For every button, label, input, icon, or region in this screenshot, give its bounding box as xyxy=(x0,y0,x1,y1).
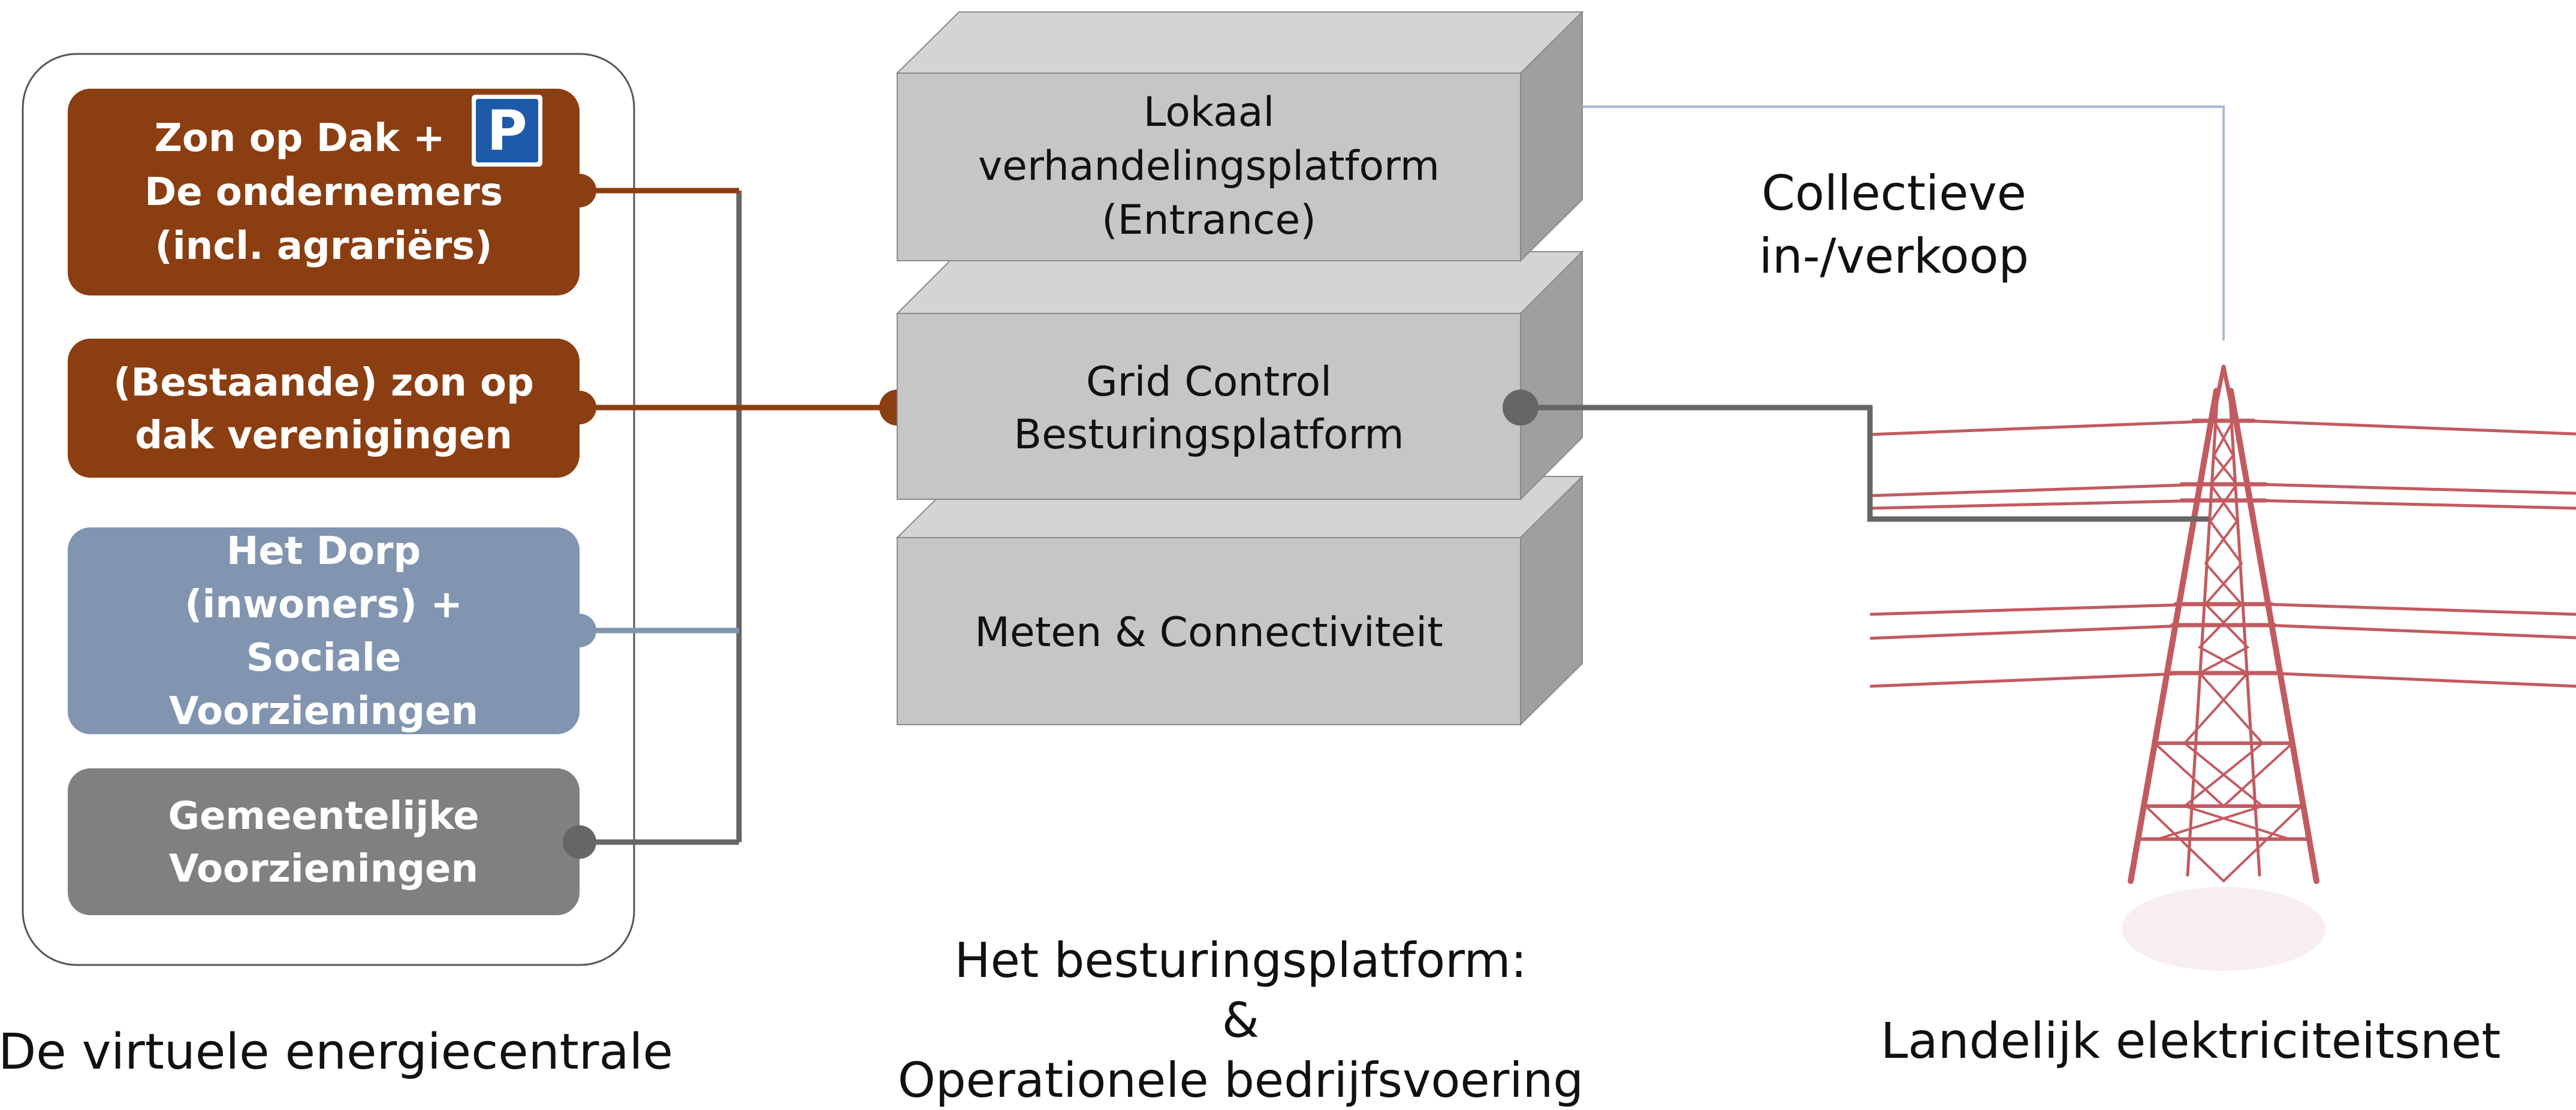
layer-lokaal-verhandelingsplatform: Lokaal verhandelingsplatform (Entrance) xyxy=(895,10,1584,263)
box-gemeentelijke-voorzieningen: Gemeentelijke Voorzieningen xyxy=(68,768,580,915)
svg-text:P: P xyxy=(487,99,527,163)
box-gemeentelijke-line-1: Gemeentelijke xyxy=(168,794,479,838)
box-zon-op-dak-line-2: De ondernemers xyxy=(144,170,503,215)
box-het-dorp-line-3: Sociale xyxy=(246,636,401,680)
layer-meten-line-1: Meten & Connectiviteit xyxy=(975,609,1443,656)
layer-lokaal-line-2: verhandelingsplatform xyxy=(978,143,1440,190)
layer-grid-control-line-2: Besturingsplatform xyxy=(1013,411,1404,459)
box-zon-op-dak-verenigingen: (Bestaande) zon op dak verenigingen xyxy=(68,339,580,478)
parking-icon: P xyxy=(472,95,542,167)
box-het-dorp-line-2: (inwoners) + xyxy=(185,583,463,627)
box-zon-op-dak-line-1: Zon op Dak + xyxy=(154,116,445,161)
power-pylon-icon xyxy=(2128,364,2319,884)
box-zon-op-dak-line-3: (incl. agrariërs) xyxy=(155,224,493,269)
grid-caption: Landelijk elektriciteitsnet xyxy=(1881,1013,2501,1070)
layer-grid-control: Grid Control Besturingsplatform xyxy=(895,250,1584,501)
box-gemeentelijke-line-2: Voorzieningen xyxy=(169,847,478,891)
layer-lokaal-line-3: (Entrance) xyxy=(1102,197,1316,244)
platform-caption-line-2: & xyxy=(1222,993,1259,1048)
grid-connector xyxy=(1503,390,2209,522)
left-caption: De virtuele energiecentrale xyxy=(0,1024,673,1081)
box-het-dorp-line-4: Voorzieningen xyxy=(169,689,478,734)
layer-grid-control-line-1: Grid Control xyxy=(1086,358,1332,406)
pylon-reflection xyxy=(2122,887,2325,971)
platform-caption-line-3: Operationele bedrijfsvoering xyxy=(898,1052,1583,1108)
collective-label-line-1: Collectieve xyxy=(1761,165,2026,221)
box-verenigingen-line-1: (Bestaande) zon op xyxy=(113,361,534,405)
power-wires xyxy=(1869,419,2576,688)
box-zon-op-dak: Zon op Dak + De ondernemers (incl. agrar… xyxy=(68,89,580,295)
layer-lokaal-line-1: Lokaal xyxy=(1144,89,1275,136)
box-verenigingen-line-2: dak verenigingen xyxy=(135,414,512,458)
platform-caption-line-1: Het besturingsplatform: xyxy=(954,933,1527,988)
layer-meten-connectiviteit: Meten & Connectiviteit xyxy=(895,475,1584,726)
box-het-dorp: Het Dorp (inwoners) + Sociale Voorzienin… xyxy=(68,527,580,734)
collective-trade-line xyxy=(1582,105,2225,340)
collective-label-line-2: in-/verkoop xyxy=(1759,228,2029,284)
box-het-dorp-line-1: Het Dorp xyxy=(227,529,421,574)
